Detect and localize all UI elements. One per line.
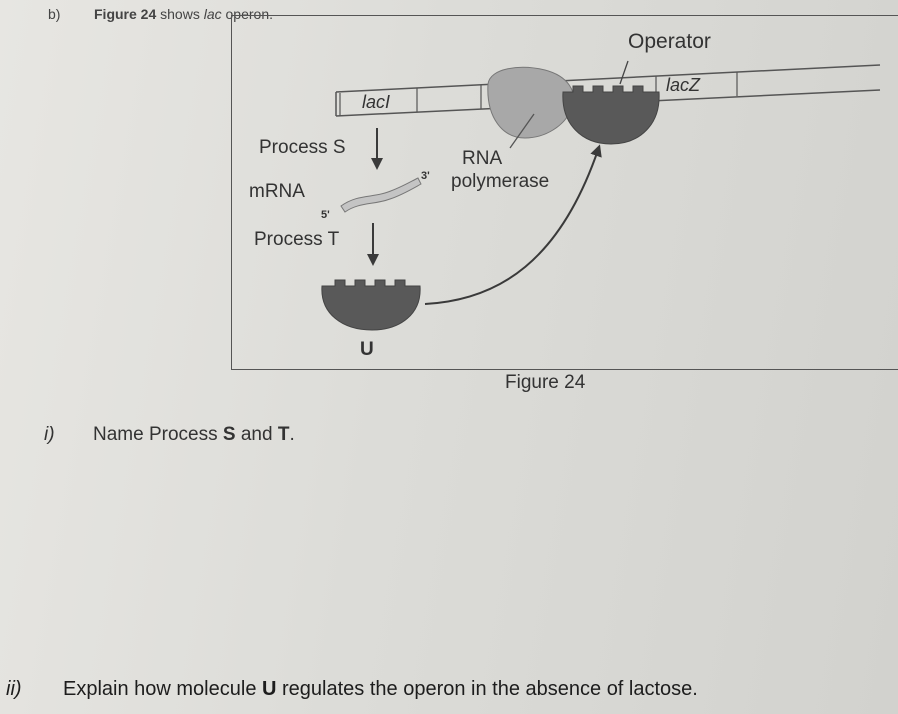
polymerase-label: polymerase: [451, 171, 550, 192]
question-i-text: Name Process S and T.: [93, 424, 295, 446]
rna-label: RNA: [462, 148, 503, 169]
question-i-part-a: Name Process: [93, 424, 223, 445]
question-b-end: operon.: [221, 6, 274, 22]
question-b-mid: shows: [156, 6, 204, 22]
laci-label: lacI: [362, 92, 391, 112]
process-t-label: Process T: [254, 229, 340, 250]
figure-caption: Figure 24: [505, 372, 586, 393]
question-i-t: T: [277, 424, 290, 445]
process-s-label: Process S: [259, 137, 346, 158]
three-prime-label: 3': [421, 170, 430, 182]
question-i-s: S: [222, 424, 236, 445]
repressor-binding-arrow: [424, 144, 602, 305]
rna-pointer: [509, 113, 535, 149]
question-i-end: .: [289, 424, 295, 445]
question-i-and: and: [235, 424, 278, 445]
rna-polymerase-shape: [487, 66, 575, 139]
operator-label: Operator: [628, 30, 711, 53]
question-ii-part-b: regulates the operon in the absence of l…: [276, 678, 698, 700]
question-ii-u: U: [262, 678, 277, 700]
question-b-label: b): [48, 6, 61, 22]
repressor-on-operator: [562, 85, 660, 145]
lac-italic: lac: [203, 6, 222, 22]
question-ii-part-a: Explain how molecule: [63, 678, 262, 700]
five-prime-label: 5': [321, 209, 330, 221]
question-b-text: Figure 24 shows lac operon.: [94, 6, 273, 22]
lacz-label: lacZ: [666, 75, 701, 95]
question-ii-number: ii): [6, 678, 22, 700]
operator-pointer: [619, 60, 629, 85]
question-i-number: i): [44, 424, 55, 445]
figure-frame: [231, 15, 898, 370]
question-ii-text: Explain how molecule U regulates the ope…: [63, 678, 698, 701]
molecule-u-label: U: [360, 339, 374, 360]
mrna-strand: [340, 177, 422, 213]
mrna-label: mRNA: [249, 181, 305, 202]
figure-ref: Figure 24: [94, 6, 157, 22]
molecule-u-shape: [321, 279, 421, 331]
